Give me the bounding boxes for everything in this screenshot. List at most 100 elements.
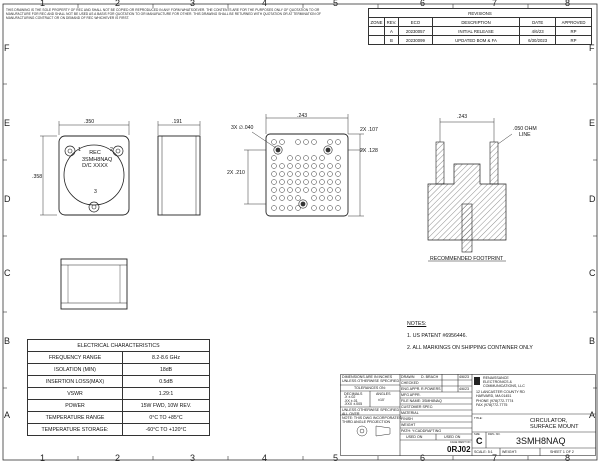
zone-bottom-1: 1	[40, 453, 46, 463]
zone-top-7: 7	[492, 0, 498, 8]
zone-right-a: A	[589, 410, 596, 420]
tb-decimal-tolerances: .X ±.02 .XX ±.01 .XXX ±.005	[344, 395, 363, 407]
zone-right-c: C	[589, 268, 596, 278]
rev-header-zone: ZONE	[368, 17, 385, 27]
table-row: B 20230099 UPDATED BOM & FA 6/30/2023 RP	[368, 35, 592, 45]
tb-tolerances: TOLERANCES ON:	[354, 386, 386, 390]
tb-used-on: USED ON	[406, 435, 423, 439]
marking-line-3: D/C XXXX	[82, 163, 108, 169]
zone-right-d: D	[589, 194, 596, 204]
zone-bottom-5: 5	[333, 453, 339, 463]
table-row: TEMPERATURE STORAGE:-60°C TO +120°C	[27, 423, 210, 436]
zone-right-e: E	[589, 118, 596, 128]
tb-dims-note: DIMENSIONS ARE IN INCHES UNLESS OTHERWIS…	[342, 375, 400, 383]
zone-right-f: F	[589, 43, 595, 53]
dim-210: 2X .210	[227, 170, 245, 176]
notes-title: NOTES:	[407, 321, 427, 327]
tb-eng-date: 4/6/23	[459, 387, 469, 391]
notes-block: NOTES: 1. US PATENT #6956446. 2. ALL MAR…	[407, 320, 533, 352]
tb-file-name: FILE NAME: 3SMH8NAQ	[401, 399, 442, 403]
tb-decimals: DECIMALS	[344, 392, 363, 396]
zone-top-1: 1	[40, 0, 46, 8]
electrical-characteristics-table: ELECTRICAL CHARACTERISTICS FREQUENCY RAN…	[27, 339, 210, 436]
tb-dwg-no: 3SMH8NAQ	[516, 436, 566, 446]
table-row: ISOLATION (MIN)18dB	[27, 363, 210, 376]
zone-top-6: 6	[420, 0, 426, 8]
tb-eng-by: R.POWERS	[421, 387, 441, 391]
revisions-title: REVISIONS	[368, 8, 592, 18]
zone-bottom-6: 6	[420, 453, 426, 463]
dim-footprint-width: .243	[457, 114, 468, 120]
device-top-view	[40, 121, 130, 216]
zone-bottom-8: 8	[565, 453, 571, 463]
proprietary-notice: THIS DRAWING IS THE SOLE PROPERTY OF REC…	[6, 8, 322, 20]
zone-bottom-4: 4	[262, 453, 268, 463]
rev-header-description: DESCRIPTION	[431, 17, 521, 27]
dim-hole-diameter: 3X ∅.040	[231, 125, 254, 131]
zone-left-b: B	[4, 336, 11, 346]
rev-header-approved: APPROVED	[555, 17, 592, 27]
tb-weight-2: WEIGHT:	[502, 450, 517, 454]
dim-128: 2X .128	[360, 148, 378, 154]
device-marking: REC 3SMH8NAQ D/C XXXX	[82, 150, 112, 170]
tb-title: CIRCULATOR, SURFACE MOUNT	[530, 418, 579, 430]
tb-address: 12 LANCASTER COUNTY RD HARVARD, MA 01451…	[476, 390, 525, 408]
tb-material: MATERIAL	[401, 411, 419, 415]
zone-top-3: 3	[190, 0, 196, 8]
zone-top-4: 4	[262, 0, 268, 8]
dim-top-width: .350	[84, 119, 95, 125]
device-side-view	[157, 121, 201, 216]
tb-used-on-2: USED ON	[444, 435, 461, 439]
tb-drawn-by: D. BRACH	[421, 375, 439, 379]
tb-company: RENAISSANCE ELECTRONICS & COMMUNICATIONS…	[483, 376, 525, 388]
table-row: INSERTION LOSS(MAX)0.5dB	[27, 375, 210, 388]
zone-left-f: F	[4, 43, 10, 53]
rev-header-date: DATE	[519, 17, 557, 27]
tb-unless2: UNLESS OTHERWISE SPECIFIED ALL OVER	[342, 408, 400, 416]
note-1: 1. US PATENT #6956446.	[407, 333, 467, 339]
zone-bottom-7: 7	[492, 453, 498, 463]
tb-dwg-label: DWG. NO.	[488, 433, 501, 436]
tb-finish: FINISH	[401, 417, 413, 421]
tb-mfg-appr: MFG APPR.	[401, 393, 421, 397]
zone-bottom-2: 2	[115, 453, 121, 463]
dim-bottom-width: .243	[297, 113, 308, 119]
tb-cage-code: 0RJ02	[447, 445, 471, 454]
zone-right-b: B	[589, 336, 596, 346]
tb-customer-spec: CUSTOMER SPEC:	[401, 405, 434, 409]
rev-header-rev: REV.	[383, 17, 399, 27]
tb-drawn: DRAWN	[401, 375, 415, 379]
tb-projection-note: NOTE: THIS DWG INCORPORATES THIRD ANGLE …	[342, 416, 402, 424]
table-row: A 20230057 INITIAL RELEASE 4/6/23 RP	[368, 26, 592, 36]
tb-title-label: TITLE:	[474, 416, 483, 420]
footprint-label: RECOMMENDED FOOTPRINT	[430, 256, 504, 262]
marking-line-1: REC	[89, 150, 101, 156]
electrical-title: ELECTRICAL CHARACTERISTICS	[27, 339, 210, 352]
zone-top-2: 2	[115, 0, 121, 8]
port-1-label: 1	[78, 147, 81, 153]
dim-left-height: .358	[32, 174, 43, 180]
tb-drawn-date: 4/6/23	[459, 375, 469, 379]
revisions-table: REVISIONS ZONE REV. ECO DESCRIPTION DATE…	[368, 8, 592, 45]
dim-side-width: .191	[172, 119, 183, 125]
tb-size-label: SIZE	[474, 433, 480, 436]
dim-107: 2X .107	[360, 127, 378, 133]
tb-weight: WEIGHT	[401, 423, 416, 427]
device-bottom-view	[244, 114, 364, 217]
tb-angle-tolerance: ±10'	[378, 398, 385, 402]
zone-top-8: 8	[565, 0, 571, 8]
note-2: 2. ALL MARKINGS ON SHIPPING CONTAINER ON…	[407, 345, 533, 351]
zone-bottom-3: 3	[190, 453, 196, 463]
zone-top-5: 5	[333, 0, 339, 8]
recommended-footprint	[427, 118, 513, 262]
zone-left-e: E	[4, 118, 11, 128]
tb-cage-label: CAGE IDENT NO	[450, 441, 471, 444]
tb-path: PATH: Y:CADDRAFTING	[401, 429, 442, 433]
title-block: DIMENSIONS ARE IN INCHES UNLESS OTHERWIS…	[340, 374, 596, 456]
tb-sheet: SHEET 1 OF 2	[550, 450, 574, 454]
port-2-label: 2	[110, 147, 113, 153]
